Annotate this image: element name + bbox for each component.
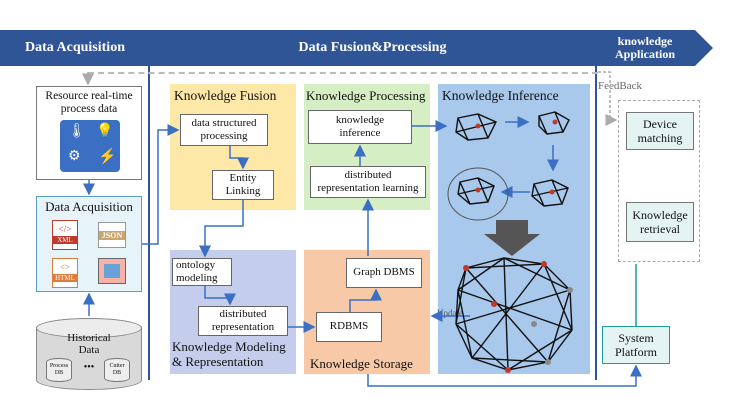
entity-linking-box: Entity Linking xyxy=(212,170,274,200)
entity-to-ontology-arrow xyxy=(199,200,244,258)
image-file-icon xyxy=(98,258,126,284)
banner-data-fusion: Data Fusion&Processing xyxy=(150,30,595,66)
json-file-icon: JSON xyxy=(98,222,126,248)
feedback-label: FeedBack xyxy=(598,80,642,92)
cutter-db-label: Cutter DB xyxy=(109,363,125,376)
banner-label: Data Acquisition xyxy=(25,40,125,55)
ontology-to-distrep-arrow xyxy=(204,286,236,306)
historical-db-top xyxy=(36,318,142,338)
knowledge-retrieval-box: Knowledge retrieval xyxy=(626,202,694,242)
gauge-icon: ⚙ xyxy=(68,149,81,164)
process-db-label: Process DB xyxy=(49,363,69,376)
distributed-representation-box: distributed representation xyxy=(198,306,288,336)
feedback-to-app-arrow xyxy=(598,71,618,126)
resource-title: Resource real-time process data xyxy=(45,90,133,116)
resource-icon-block: 🌡 💡 ⚙ ⚡ xyxy=(60,120,120,172)
db-ellipsis: ••• xyxy=(83,362,95,373)
inference-graph-3 xyxy=(531,179,569,207)
rdbms-to-graph-arrow xyxy=(349,288,382,312)
fusion-title: Knowledge Fusion xyxy=(174,88,277,103)
separator-left xyxy=(148,66,150,380)
json-label: JSON xyxy=(99,231,125,240)
separator-right xyxy=(595,66,597,380)
historical-title: Historical Data xyxy=(67,332,111,357)
banner-arrow-tip xyxy=(695,30,713,66)
inference-graph-2 xyxy=(538,111,570,135)
application-dashed-frame xyxy=(618,100,700,262)
knowledge-graph-large xyxy=(455,257,573,373)
inference-title: Knowledge Inference xyxy=(442,88,559,103)
acquisition-title: Data Acquisition xyxy=(45,199,133,214)
html-file-icon: <> HTML xyxy=(52,258,78,288)
process-db: Process DB xyxy=(46,358,72,382)
xml-file-icon: </> XML xyxy=(52,220,78,250)
acq-to-fusion-arrow xyxy=(142,124,180,245)
html-label: HTML xyxy=(53,274,77,282)
device-matching-box: Device matching xyxy=(626,112,694,150)
graph-dbms-box: Graph DBMS xyxy=(346,258,422,288)
inference-graph-1 xyxy=(455,113,497,141)
banner-data-acquisition: Data Acquisition xyxy=(0,30,150,66)
banner-application: knowledge Application xyxy=(595,30,695,66)
data-structured-processing-box: data structured processing xyxy=(180,114,268,146)
update-label: Update xyxy=(437,308,463,318)
system-platform-box: System Platform xyxy=(602,326,670,364)
ontology-modeling-box: ontology modeling xyxy=(172,258,232,286)
rdbms-box: RDBMS xyxy=(316,312,382,342)
feedback-dashed-line xyxy=(88,72,598,74)
cutter-db: Cutter DB xyxy=(104,358,130,382)
inference-cluster-outline xyxy=(447,167,509,221)
processing-to-entity-arrow xyxy=(229,146,249,170)
xml-label: XML xyxy=(53,236,77,244)
banner-label: Data Fusion&Processing xyxy=(298,40,447,55)
storage-title: Knowledge Storage xyxy=(310,356,413,371)
modeling-title: Knowledge Modeling & Representation xyxy=(172,339,286,369)
thermometer-icon: 🌡 xyxy=(68,124,86,139)
distributed-representation-learning-box: distributed representation learning xyxy=(310,166,426,198)
lightning-icon: ⚡ xyxy=(98,149,117,165)
banner-label: knowledge Application xyxy=(614,33,675,61)
big-down-arrow xyxy=(484,220,540,256)
knowledge-inference-box: knowledge inference xyxy=(308,110,412,144)
bulb-icon: 💡 xyxy=(96,124,114,139)
inference-graph-4 xyxy=(457,177,495,205)
processing-title: Knowledge Processing xyxy=(306,88,426,103)
storage-to-platform-arrow xyxy=(367,364,642,387)
